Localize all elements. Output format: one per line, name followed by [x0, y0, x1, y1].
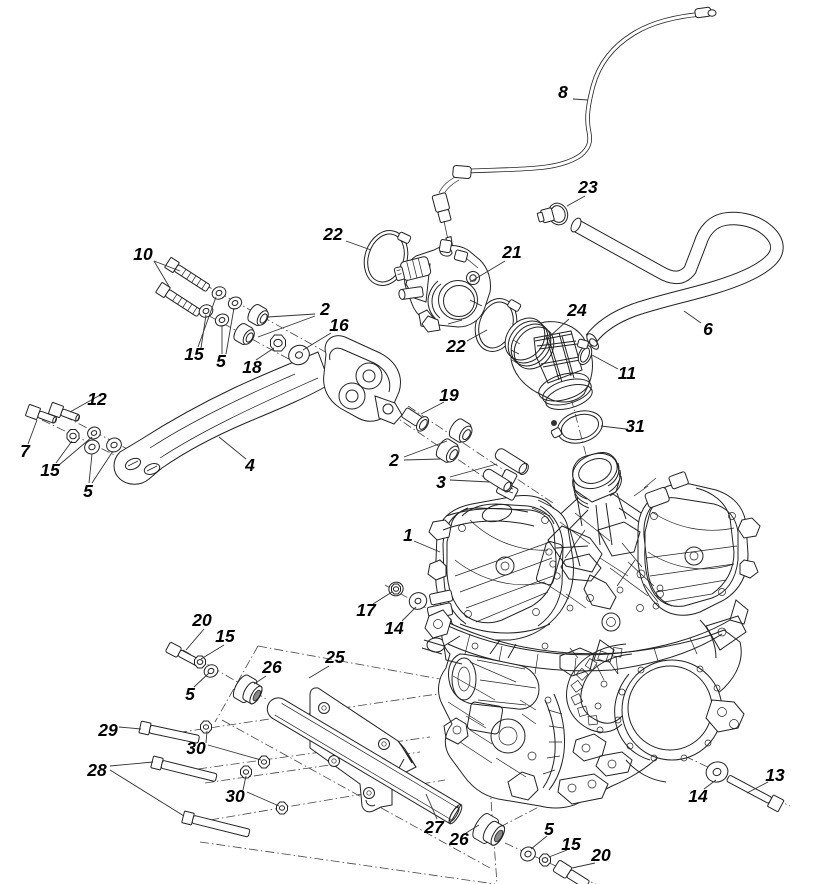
svg-text:5: 5 [83, 481, 93, 501]
svg-text:16: 16 [329, 315, 349, 335]
svg-text:18: 18 [242, 357, 262, 377]
svg-text:4: 4 [244, 455, 255, 475]
svg-text:30: 30 [186, 738, 206, 758]
svg-text:15: 15 [184, 344, 204, 364]
svg-text:14: 14 [384, 618, 404, 638]
svg-text:21: 21 [501, 242, 521, 262]
svg-text:3: 3 [436, 472, 446, 492]
svg-text:8: 8 [558, 82, 568, 102]
svg-text:1: 1 [403, 525, 413, 545]
svg-text:12: 12 [87, 389, 107, 409]
svg-text:19: 19 [439, 385, 459, 405]
svg-text:5: 5 [216, 351, 226, 371]
svg-text:5: 5 [185, 684, 195, 704]
svg-text:11: 11 [618, 363, 636, 383]
svg-text:30: 30 [225, 786, 245, 806]
svg-text:22: 22 [445, 336, 466, 356]
svg-text:17: 17 [356, 600, 377, 620]
svg-text:24: 24 [566, 300, 587, 320]
svg-text:7: 7 [20, 441, 31, 461]
svg-text:22: 22 [322, 224, 343, 244]
svg-text:14: 14 [688, 786, 708, 806]
svg-text:5: 5 [544, 819, 554, 839]
svg-text:25: 25 [324, 647, 345, 667]
svg-text:31: 31 [625, 416, 644, 436]
svg-text:20: 20 [191, 610, 212, 630]
svg-text:27: 27 [423, 817, 445, 837]
svg-text:28: 28 [86, 760, 107, 780]
svg-text:13: 13 [765, 765, 785, 785]
svg-text:2: 2 [319, 299, 330, 319]
svg-text:15: 15 [40, 460, 60, 480]
svg-text:20: 20 [590, 845, 611, 865]
svg-text:23: 23 [577, 177, 598, 197]
svg-text:15: 15 [215, 626, 235, 646]
svg-text:2: 2 [388, 450, 399, 470]
svg-text:15: 15 [561, 834, 581, 854]
svg-text:29: 29 [97, 720, 118, 740]
svg-text:26: 26 [261, 657, 282, 677]
svg-text:10: 10 [133, 244, 153, 264]
svg-text:6: 6 [703, 319, 713, 339]
svg-text:26: 26 [448, 829, 469, 849]
